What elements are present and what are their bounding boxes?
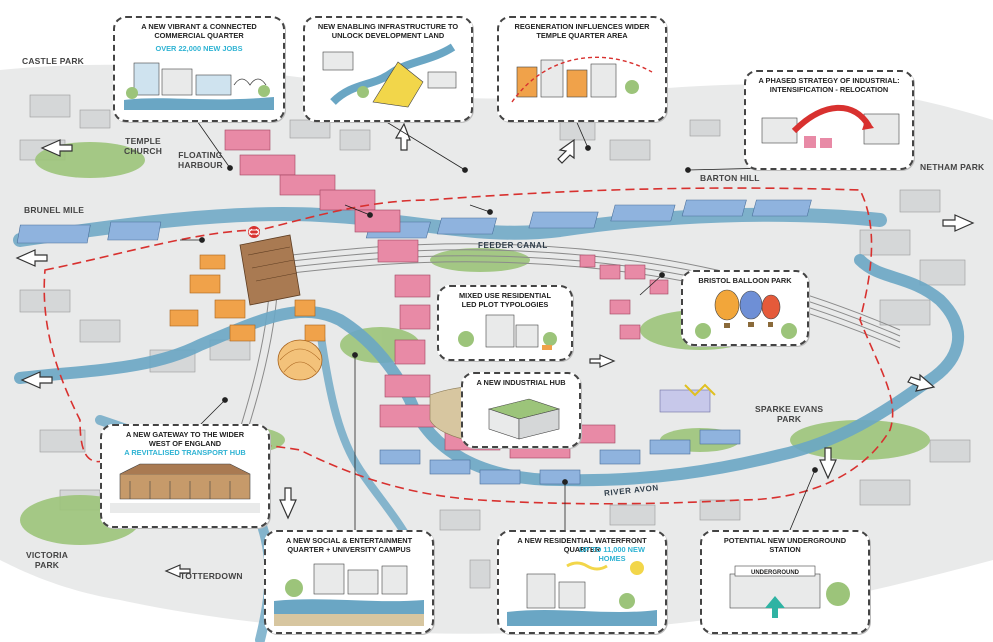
callout-underground: POTENTIAL NEW UNDERGROUND STATION UNDERG…	[700, 530, 870, 634]
surrounding-buildings	[19, 94, 971, 589]
callout-highlight: UP TO 11,000 NEW HOMES	[579, 545, 645, 563]
callout-title: BRISTOL BALLOON PARK	[698, 276, 792, 285]
callout-gateway: A NEW GATEWAY TO THE WIDER WEST OF ENGLA…	[100, 424, 270, 528]
callout-leaders	[180, 117, 818, 531]
callout-phased-strategy: A PHASED STRATEGY OF INDUSTRIAL: INTENSI…	[744, 70, 914, 170]
place-barton-hill: BARTON HILL	[700, 173, 760, 183]
arrow-icon	[279, 487, 297, 520]
place-floating-harbour: FLOATING HARBOUR	[178, 150, 223, 170]
canal-development	[16, 199, 812, 244]
callout-industrial-hub: A NEW INDUSTRIAL HUB	[461, 372, 581, 448]
rail-station-icon	[248, 226, 260, 238]
callout-title: A NEW RESIDENTIAL WATERFRONT QUARTER	[517, 536, 647, 554]
callout-waterfront: A NEW RESIDENTIAL WATERFRONT QUARTER UP …	[497, 530, 667, 634]
phased-sketch	[761, 104, 900, 148]
waterfront-sketch	[507, 561, 657, 626]
callout-title: POTENTIAL NEW UNDERGROUND STATION	[723, 536, 847, 554]
waterfront-housing	[379, 429, 741, 485]
place-netham-park: NETHAM PARK	[920, 162, 985, 172]
arrow-icon	[907, 373, 936, 392]
place-sparke-evans-park: SPARKE EVANS PARK	[755, 404, 824, 424]
infrastructure-sketch	[322, 43, 457, 108]
temple-meads-station	[239, 234, 301, 306]
arrow-icon	[819, 447, 837, 480]
temple-quarter-development	[224, 129, 669, 459]
callout-title: A NEW INDUSTRIAL HUB	[476, 378, 566, 387]
regeneration-sketch	[511, 56, 653, 103]
callout-highlight: A REVITALISED TRANSPORT HUB	[124, 448, 246, 457]
arrow-icon	[589, 354, 616, 368]
feeder-canal-label: FEEDER CANAL	[478, 241, 548, 250]
arrow-icon	[164, 564, 191, 578]
callout-regeneration: REGENERATION INFLUENCES WIDER TEMPLE QUA…	[497, 16, 667, 122]
callout-balloon-park: BRISTOL BALLOON PARK	[681, 270, 809, 346]
place-totterdown: TOTTERDOWN	[180, 571, 243, 581]
callout-title: REGENERATION INFLUENCES WIDER TEMPLE QUA…	[514, 22, 650, 40]
callout-highlight: OVER 22,000 NEW JOBS	[155, 44, 243, 53]
callout-title: A PHASED STRATEGY OF INDUSTRIAL: INTENSI…	[758, 76, 900, 94]
callout-commercial-quarter: A NEW VIBRANT & CONNECTED COMMERCIAL QUA…	[113, 16, 285, 122]
arrow-icon	[20, 371, 53, 389]
station-sketch	[110, 463, 260, 513]
arrow-icon	[942, 214, 975, 232]
mixed-use-sketch	[458, 314, 557, 350]
arrow-icon	[394, 122, 411, 151]
callout-title: A NEW VIBRANT & CONNECTED COMMERCIAL QUA…	[141, 22, 257, 40]
connection-arrows	[15, 122, 975, 578]
commercial-sketch	[124, 62, 274, 110]
arena	[277, 339, 323, 381]
callout-title: A NEW SOCIAL & ENTERTAINMENT QUARTER + U…	[285, 536, 413, 554]
callout-mixed-use: MIXED USE RESIDENTIAL LED PLOT TYPOLOGIE…	[437, 285, 573, 361]
campus-sketch	[274, 563, 424, 626]
place-brunel-mile: BRUNEL MILE	[24, 205, 85, 215]
callout-title: MIXED USE RESIDENTIAL LED PLOT TYPOLOGIE…	[459, 291, 551, 309]
place-castle-park: CASTLE PARK	[22, 56, 85, 66]
callout-infrastructure: NEW ENABLING INFRASTRUCTURE TO UNLOCK DE…	[303, 16, 473, 122]
underground-icon: UNDERGROUND	[729, 565, 850, 618]
arrow-icon	[40, 139, 73, 157]
industrial-sketch	[487, 398, 561, 440]
arrow-icon	[557, 138, 575, 164]
balloon-icon	[695, 289, 797, 339]
underground-sign-text: UNDERGROUND	[751, 570, 800, 576]
callout-title: A NEW GATEWAY TO THE WIDER WEST OF ENGLA…	[125, 430, 245, 448]
callout-social-quarter: A NEW SOCIAL & ENTERTAINMENT QUARTER + U…	[264, 530, 434, 634]
arrow-icon	[15, 249, 48, 267]
callout-title: NEW ENABLING INFRASTRUCTURE TO UNLOCK DE…	[317, 22, 459, 40]
place-victoria-park: VICTORIA PARK	[26, 550, 69, 570]
place-temple-church: TEMPLE CHURCH	[124, 136, 163, 156]
